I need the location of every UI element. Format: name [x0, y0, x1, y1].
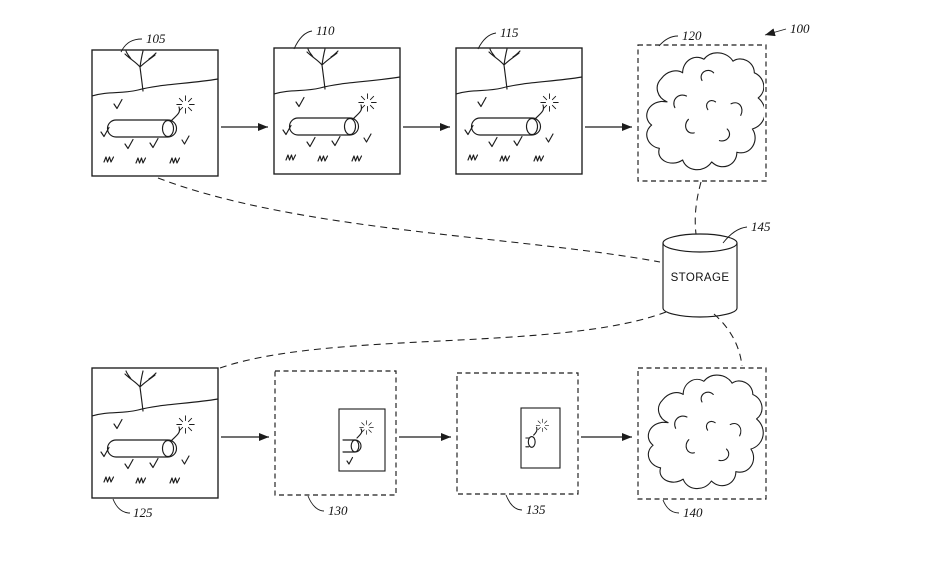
leader-105 — [120, 38, 143, 53]
leader-100 — [764, 28, 787, 37]
frame-125 — [91, 367, 219, 499]
ref-120: 120 — [682, 28, 702, 43]
leader-145 — [722, 226, 748, 244]
storage-connectors — [157, 177, 743, 369]
frame-130 — [274, 370, 397, 496]
scene-115 — [456, 49, 582, 161]
frame-135 — [456, 372, 579, 495]
scene-105 — [92, 51, 218, 163]
storage-body — [662, 242, 738, 318]
storage-top — [662, 233, 738, 253]
connector-frame120-to-storage — [694, 181, 702, 235]
connector-storage-to-frame125 — [219, 311, 667, 369]
leader-140 — [662, 499, 680, 514]
bottom-row — [91, 367, 767, 500]
ref-135: 135 — [526, 502, 546, 517]
connector-frame105-to-storage — [157, 177, 661, 263]
scene-125 — [92, 371, 218, 483]
leader-120 — [658, 35, 679, 47]
ref-130: 130 — [328, 503, 348, 518]
frame-120 — [637, 44, 767, 182]
reference-labels: 105 110 115 120 100 145 125 130 135 140 — [112, 21, 810, 520]
ref-105: 105 — [146, 31, 166, 46]
leader-110 — [293, 30, 313, 50]
frame-115 — [455, 47, 583, 175]
connector-storage-to-frame140 — [713, 313, 743, 367]
frame-110 — [273, 47, 401, 175]
storage-cylinder: STORAGE — [662, 233, 738, 318]
ref-145: 145 — [751, 219, 771, 234]
leader-125 — [112, 498, 131, 514]
top-row — [91, 44, 767, 182]
crop-content-135 — [526, 419, 549, 447]
leader-135 — [505, 494, 523, 511]
ref-140: 140 — [683, 505, 703, 520]
crop-frame-135 — [520, 407, 561, 469]
ref-110: 110 — [316, 23, 335, 38]
cloud-140 — [647, 374, 764, 490]
crop-content-130 — [343, 421, 373, 464]
leader-115 — [477, 32, 497, 50]
scene-110 — [274, 49, 400, 161]
frame-105 — [91, 49, 219, 177]
ref-100: 100 — [790, 21, 810, 36]
ref-115: 115 — [500, 25, 519, 40]
storage-label: STORAGE — [671, 272, 730, 284]
cloud-120 — [646, 52, 764, 171]
frame-140 — [637, 367, 767, 500]
ref-125: 125 — [133, 505, 153, 520]
leader-130 — [307, 495, 325, 512]
crop-frame-130 — [338, 408, 386, 472]
